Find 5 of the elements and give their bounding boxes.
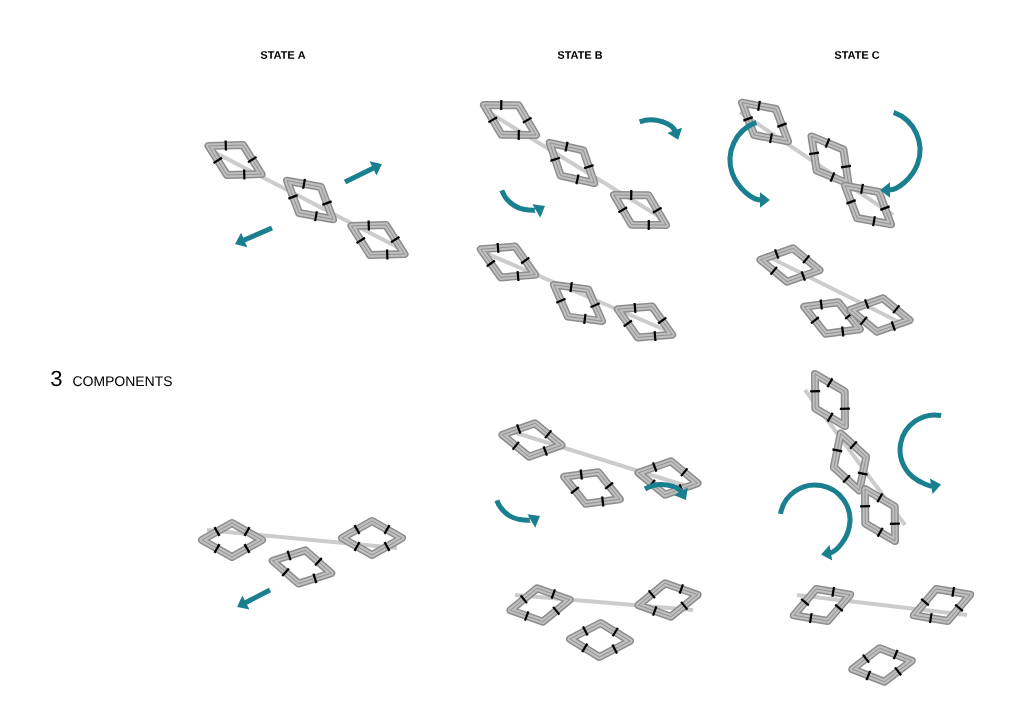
column-heading: STATE C (834, 51, 880, 59)
row-heading: COMPONENTS (73, 376, 172, 387)
column-heading: STATE B (557, 51, 603, 59)
row-number: 3 (51, 370, 62, 387)
column-heading: STATE A (260, 51, 306, 59)
